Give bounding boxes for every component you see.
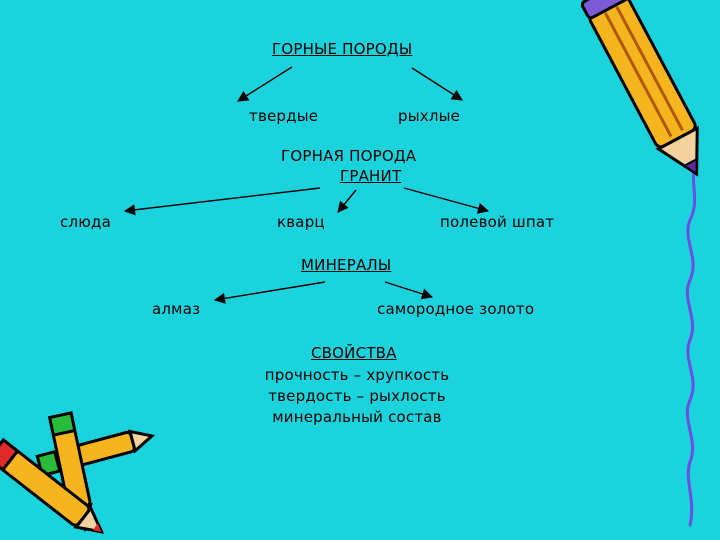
quartz-label: кварц [277, 213, 325, 231]
arrow-to-loose [411, 67, 463, 101]
arrow-to-solid [237, 66, 293, 102]
arrow-to-mica [123, 187, 321, 216]
arrow-to-gold [384, 281, 434, 300]
loose-label: рыхлые [398, 107, 461, 125]
diamond-label: алмаз [152, 300, 201, 318]
gold-label: самородное золото [377, 300, 535, 318]
minerals-title: МИНЕРАЛЫ [301, 256, 392, 274]
crossed-pencils-icon [0, 411, 156, 534]
property-item: минеральный состав [272, 408, 442, 426]
granite-title-line1: ГОРНАЯ ПОРОДА [281, 147, 417, 165]
properties-title: СВОЙСТВА [311, 344, 397, 362]
pencil-icon [580, 0, 699, 177]
arrow-to-diamond [213, 281, 326, 304]
property-item: твердость – рыхлость [268, 387, 446, 405]
arrow-to-quartz [337, 189, 357, 213]
feldspar-label: полевой шпат [440, 213, 555, 231]
mica-label: слюда [60, 213, 112, 231]
decorative-wavy-line [685, 163, 697, 527]
property-item: прочность – хрупкость [264, 366, 450, 384]
rocks-title: ГОРНЫЕ ПОРОДЫ [272, 40, 413, 58]
granite-title-line2: ГРАНИТ [340, 167, 402, 185]
solid-label: твердые [249, 107, 319, 125]
arrow-to-feldspar [403, 187, 490, 214]
